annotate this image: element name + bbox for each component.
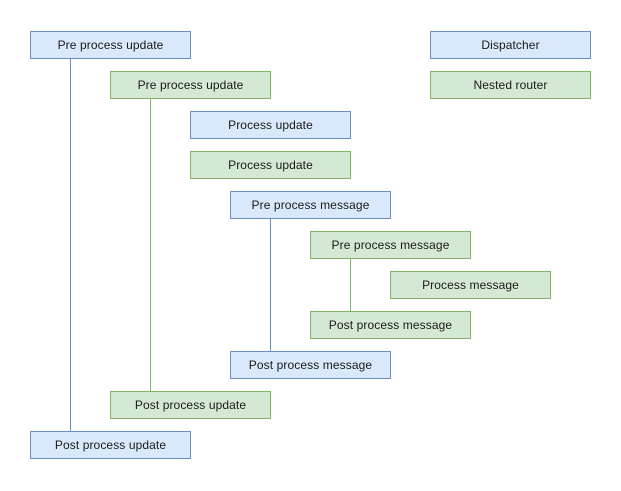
node-pre-process-message-n5[interactable]: Pre process message	[230, 191, 391, 219]
legend-item-label: Dispatcher	[481, 38, 540, 52]
node-label: Post process message	[328, 318, 453, 332]
node-label: Process update	[228, 158, 313, 172]
node-label: Post process update	[134, 398, 247, 412]
connector-n1-to-n11	[70, 59, 71, 431]
node-process-update-n3[interactable]: Process update	[190, 111, 351, 139]
node-label: Post process message	[248, 358, 373, 372]
node-process-message-n7[interactable]: Process message	[390, 271, 551, 299]
node-post-process-message-n9[interactable]: Post process message	[230, 351, 391, 379]
node-post-process-update-n11[interactable]: Post process update	[30, 431, 191, 459]
node-label: Pre process message	[331, 238, 450, 252]
node-pre-process-message-n6[interactable]: Pre process message	[310, 231, 471, 259]
node-label: Process message	[422, 278, 519, 292]
connector-n2-to-n10	[150, 99, 151, 391]
node-post-process-update-n10[interactable]: Post process update	[110, 391, 271, 419]
node-post-process-message-n8[interactable]: Post process message	[310, 311, 471, 339]
connector-n6-to-n8	[350, 259, 351, 311]
node-pre-process-update-n1[interactable]: Pre process update	[30, 31, 191, 59]
legend-item-label: Nested router	[473, 78, 548, 92]
node-pre-process-update-n2[interactable]: Pre process update	[110, 71, 271, 99]
node-label: Pre process update	[57, 38, 164, 52]
node-label: Pre process update	[137, 78, 244, 92]
connector-n5-to-n9	[270, 219, 271, 351]
node-label: Process update	[228, 118, 313, 132]
legend-item-dispatcher-l1[interactable]: Dispatcher	[430, 31, 591, 59]
node-label: Pre process message	[251, 198, 370, 212]
legend-item-nested-router-l2[interactable]: Nested router	[430, 71, 591, 99]
node-label: Post process update	[54, 438, 167, 452]
node-process-update-n4[interactable]: Process update	[190, 151, 351, 179]
